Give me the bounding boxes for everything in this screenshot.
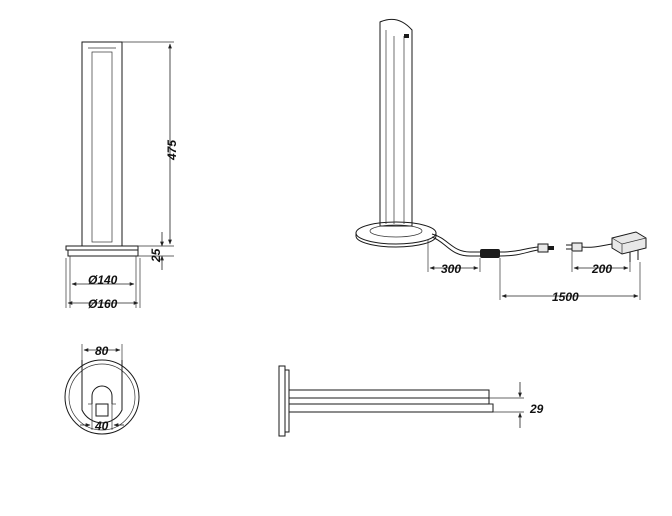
cable-2b [499,249,539,257]
top-column-inner [91,385,113,404]
dim-base-height-label: 25 [149,248,163,263]
side-wall-plate-inner [284,369,290,433]
persp-base-side [355,233,437,248]
cable-1b [431,236,480,257]
perspective-view: 300 200 1500 [355,18,647,304]
dim-1500-label: 1500 [552,290,579,304]
front-column [81,41,123,247]
dim-d140-label: Ø140 [88,273,118,287]
connector-female [537,243,549,253]
top-column-outline [81,360,123,424]
front-base-top [65,245,139,251]
cable-3 [581,243,613,248]
side-column-top [288,389,490,399]
dim-d160-label: Ø160 [88,297,118,311]
connector-male [571,242,583,252]
dim-29-label: 29 [529,402,544,416]
dim-300-label: 300 [441,262,461,276]
side-column-middle [288,397,490,405]
connector-female-tip [548,246,554,250]
side-view: 29 [278,365,544,437]
top-view: 80 40 [64,344,140,435]
front-column-inner [91,51,113,243]
top-column-slot [95,403,109,417]
cable-1 [431,233,480,253]
front-view: 475 25 Ø140 Ø160 [65,41,179,311]
power-adapter-edges [611,237,647,254]
persp-column [379,18,413,227]
top-base-outer [64,359,140,435]
cable-2 [499,246,539,253]
front-base [67,249,139,257]
top-base-inner [68,363,136,431]
dim-80-label: 80 [95,344,109,358]
side-wall-plate [278,365,286,437]
dim-200-label: 200 [591,262,612,276]
persp-base-inner [369,224,423,238]
inline-switch [480,249,500,258]
dim-40-label: 40 [94,419,109,433]
dim-height-label: 475 [165,140,179,161]
power-adapter [611,231,647,255]
persp-column-cap [404,34,409,38]
side-column-bottom [288,403,494,413]
